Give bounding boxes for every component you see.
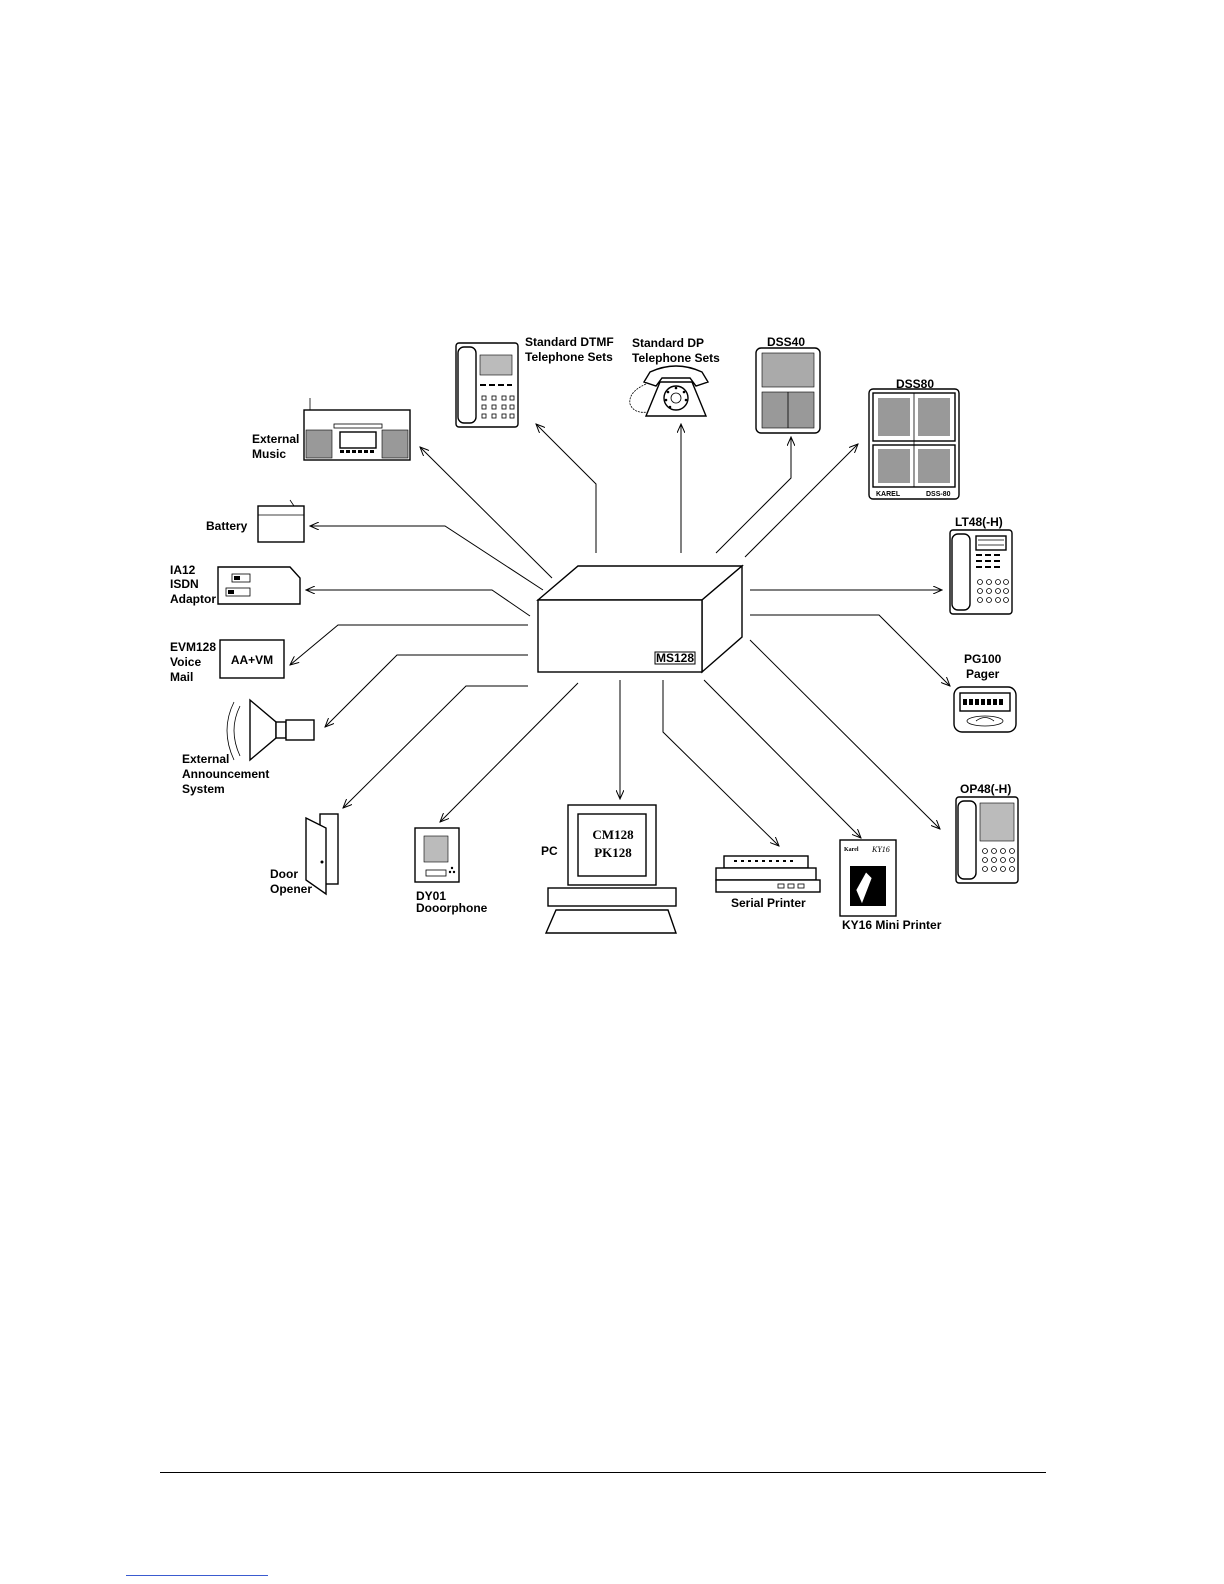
voice-mail-box-label: AA+VM: [231, 653, 273, 667]
pg100-label: PG100 Pager: [964, 652, 1002, 681]
wire-serial-printer: [663, 680, 779, 846]
svg-text:ISDN: ISDN: [170, 577, 199, 591]
central-unit-label: MS128: [656, 651, 694, 665]
op48-label: OP48(-H): [960, 782, 1011, 796]
svg-text:Opener: Opener: [270, 882, 312, 896]
wire-door-opener: [343, 686, 528, 808]
external-music-label: External Music: [252, 432, 299, 461]
dp-telephone-label: Standard DP Telephone Sets: [632, 336, 720, 365]
wire-announcement: [325, 655, 528, 727]
dss80-brand: KAREL: [876, 491, 901, 498]
dss80-model: DSS-80: [926, 491, 951, 498]
voice-mail-device: AA+VM: [220, 640, 284, 678]
external-music-device: [304, 398, 410, 460]
dp-telephone-device: [630, 366, 708, 416]
mini-printer-brand: Karel: [844, 847, 859, 853]
mini-printer-device: Karel KY16: [840, 840, 896, 916]
footer-divider: [160, 1472, 1046, 1473]
wire-dtmf-sets: [536, 424, 596, 553]
footer-link-underline: [126, 1575, 268, 1576]
svg-text:Standard DP: Standard DP: [632, 336, 704, 350]
pc-software-pk128: PK128: [594, 845, 632, 860]
isdn-adaptor-label: IA12 ISDN Adaptor: [170, 563, 216, 606]
svg-text:Telephone Sets: Telephone Sets: [632, 351, 720, 365]
svg-text:Telephone Sets: Telephone Sets: [525, 350, 613, 364]
svg-text:Mail: Mail: [170, 670, 193, 684]
svg-text:Music: Music: [252, 447, 286, 461]
serial-printer-label: Serial Printer: [731, 896, 806, 910]
mini-printer-label: KY16 Mini Printer: [842, 918, 942, 932]
svg-text:EVM128: EVM128: [170, 640, 216, 654]
voice-mail-label: EVM128 Voice Mail: [170, 640, 216, 684]
announcement-speaker-device: [227, 700, 314, 760]
wire-dss40: [716, 437, 791, 553]
svg-text:Voice: Voice: [170, 655, 201, 669]
svg-text:PG100: PG100: [964, 652, 1002, 666]
pc-device: CM128 PK128: [546, 805, 676, 933]
mini-printer-model: KY16: [871, 845, 890, 854]
wire-op48: [750, 640, 940, 829]
doorphone-device: [415, 828, 459, 882]
svg-text:Standard DTMF: Standard DTMF: [525, 335, 614, 349]
svg-text:External: External: [252, 432, 299, 446]
pc-software-cm128: CM128: [592, 827, 634, 842]
dtmf-telephone-device: [456, 343, 518, 427]
op48-phone-device: [956, 797, 1018, 883]
lt48-phone-device: [950, 530, 1012, 614]
svg-text:Door: Door: [270, 867, 298, 881]
svg-text:Announcement: Announcement: [182, 767, 269, 781]
svg-text:IA12: IA12: [170, 563, 196, 577]
doorphone-label: DY01 Dooorphone: [416, 889, 488, 915]
ms128-central-unit: MS128: [538, 566, 742, 672]
battery-device: [258, 500, 304, 542]
svg-text:External: External: [182, 752, 229, 766]
wire-pg100: [750, 615, 950, 686]
wire-mini-printer: [704, 680, 861, 838]
svg-text:Adaptor: Adaptor: [170, 592, 216, 606]
pc-label: PC: [541, 844, 558, 858]
svg-text:Dooorphone: Dooorphone: [416, 901, 488, 915]
dss40-label: DSS40: [767, 335, 805, 349]
wire-battery: [310, 526, 543, 590]
dss80-label: DSS80: [896, 377, 934, 391]
dtmf-telephone-label: Standard DTMF Telephone Sets: [525, 335, 614, 364]
lt48-label: LT48(-H): [955, 515, 1003, 529]
dss80-console-device: KAREL DSS-80: [869, 389, 959, 499]
svg-text:Pager: Pager: [966, 667, 1000, 681]
announcement-label: External Announcement System: [182, 752, 269, 796]
svg-text:System: System: [182, 782, 225, 796]
wire-isdn-adaptor: [306, 590, 530, 616]
wire-voice-mail: [290, 625, 528, 665]
serial-printer-device: [716, 856, 820, 892]
isdn-adaptor-device: [218, 567, 300, 604]
wire-dss80: [745, 444, 858, 557]
wire-doorphone: [440, 683, 578, 822]
dss40-console-device: [756, 348, 820, 433]
wire-external-music: [420, 447, 552, 578]
pg100-pager-device: [954, 687, 1016, 732]
battery-label: Battery: [206, 519, 248, 533]
